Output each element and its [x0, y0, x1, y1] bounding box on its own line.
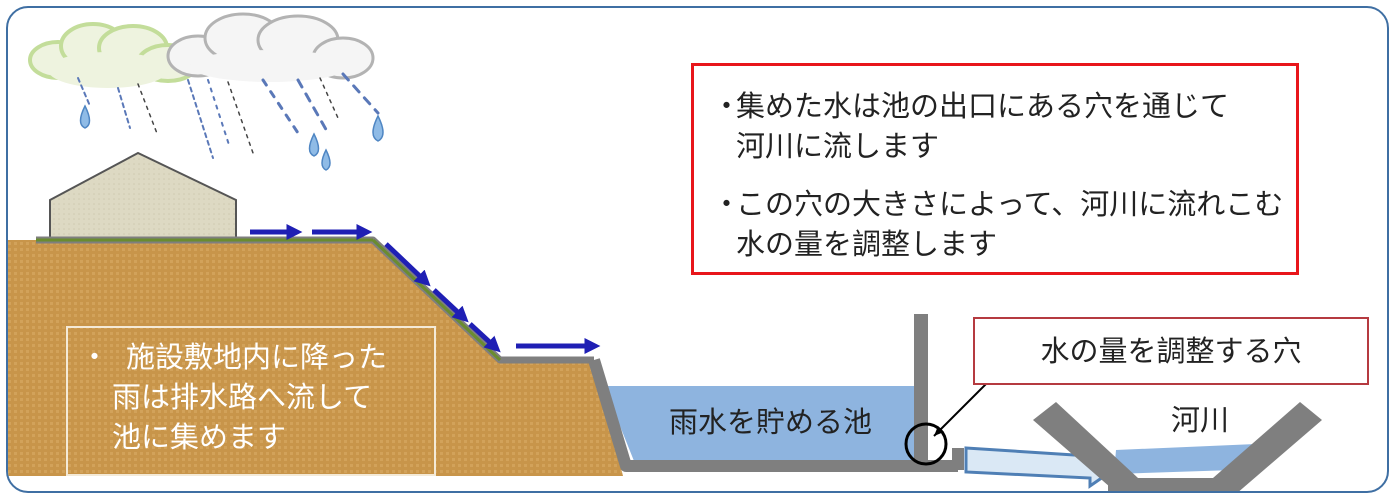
- diagram-scene: [8, 12, 1322, 491]
- ground-note-text-2: 雨は排水路へ流して: [112, 380, 373, 414]
- hole-highlight-circle: [904, 422, 948, 466]
- info-item-1-line-1: ・集めた水は池の出口にある穴を通じて: [712, 86, 1229, 126]
- ground-soil: [8, 236, 623, 476]
- ground-note-bullet: ・: [80, 340, 110, 374]
- info-item-2-text-2: 水の量を調整します: [736, 227, 998, 261]
- info-item-1-bullet: ・: [712, 89, 742, 123]
- info-item-2-text-1: この穴の大きさによって、河川に流れこむ: [736, 187, 1284, 221]
- ground-note-line-1: ・施設敷地内に降った: [80, 338, 387, 376]
- hole-callout-arrowhead: [934, 426, 944, 436]
- surface-flow-arrows: [250, 223, 601, 355]
- info-item-1-text-1: 集めた水は池の出口にある穴を通じて: [736, 89, 1230, 123]
- rain-lines: [77, 72, 380, 159]
- river-channel: [1033, 402, 1322, 491]
- building-icon: [49, 151, 237, 245]
- info-item-1-text-2: 河川に流します: [736, 129, 940, 163]
- hole-callout-label: 水の量を調整する穴: [973, 317, 1369, 385]
- pond: [588, 314, 964, 472]
- river-label: 河川: [1171, 403, 1230, 437]
- ground-note-text-1: 施設敷地内に降った: [126, 340, 388, 374]
- info-box: ・集めた水は池の出口にある穴を通じて 河川に流します ・この穴の大きさによって、…: [691, 63, 1299, 275]
- raindrop-icons: [79, 104, 384, 171]
- info-item-2-bullet: ・: [712, 187, 742, 221]
- ground-note-box: ・施設敷地内に降った 雨は排水路へ流して 池に集めます: [66, 326, 436, 476]
- pond-label: 雨水を貯める池: [669, 405, 873, 439]
- cloud-right-icon: [166, 12, 375, 82]
- ground-note-text-3: 池に集めます: [112, 420, 287, 454]
- diagram-frame: ・集めた水は池の出口にある穴を通じて 河川に流します ・この穴の大きさによって、…: [6, 6, 1389, 493]
- info-item-2-line-1: ・この穴の大きさによって、河川に流れこむ: [712, 184, 1283, 224]
